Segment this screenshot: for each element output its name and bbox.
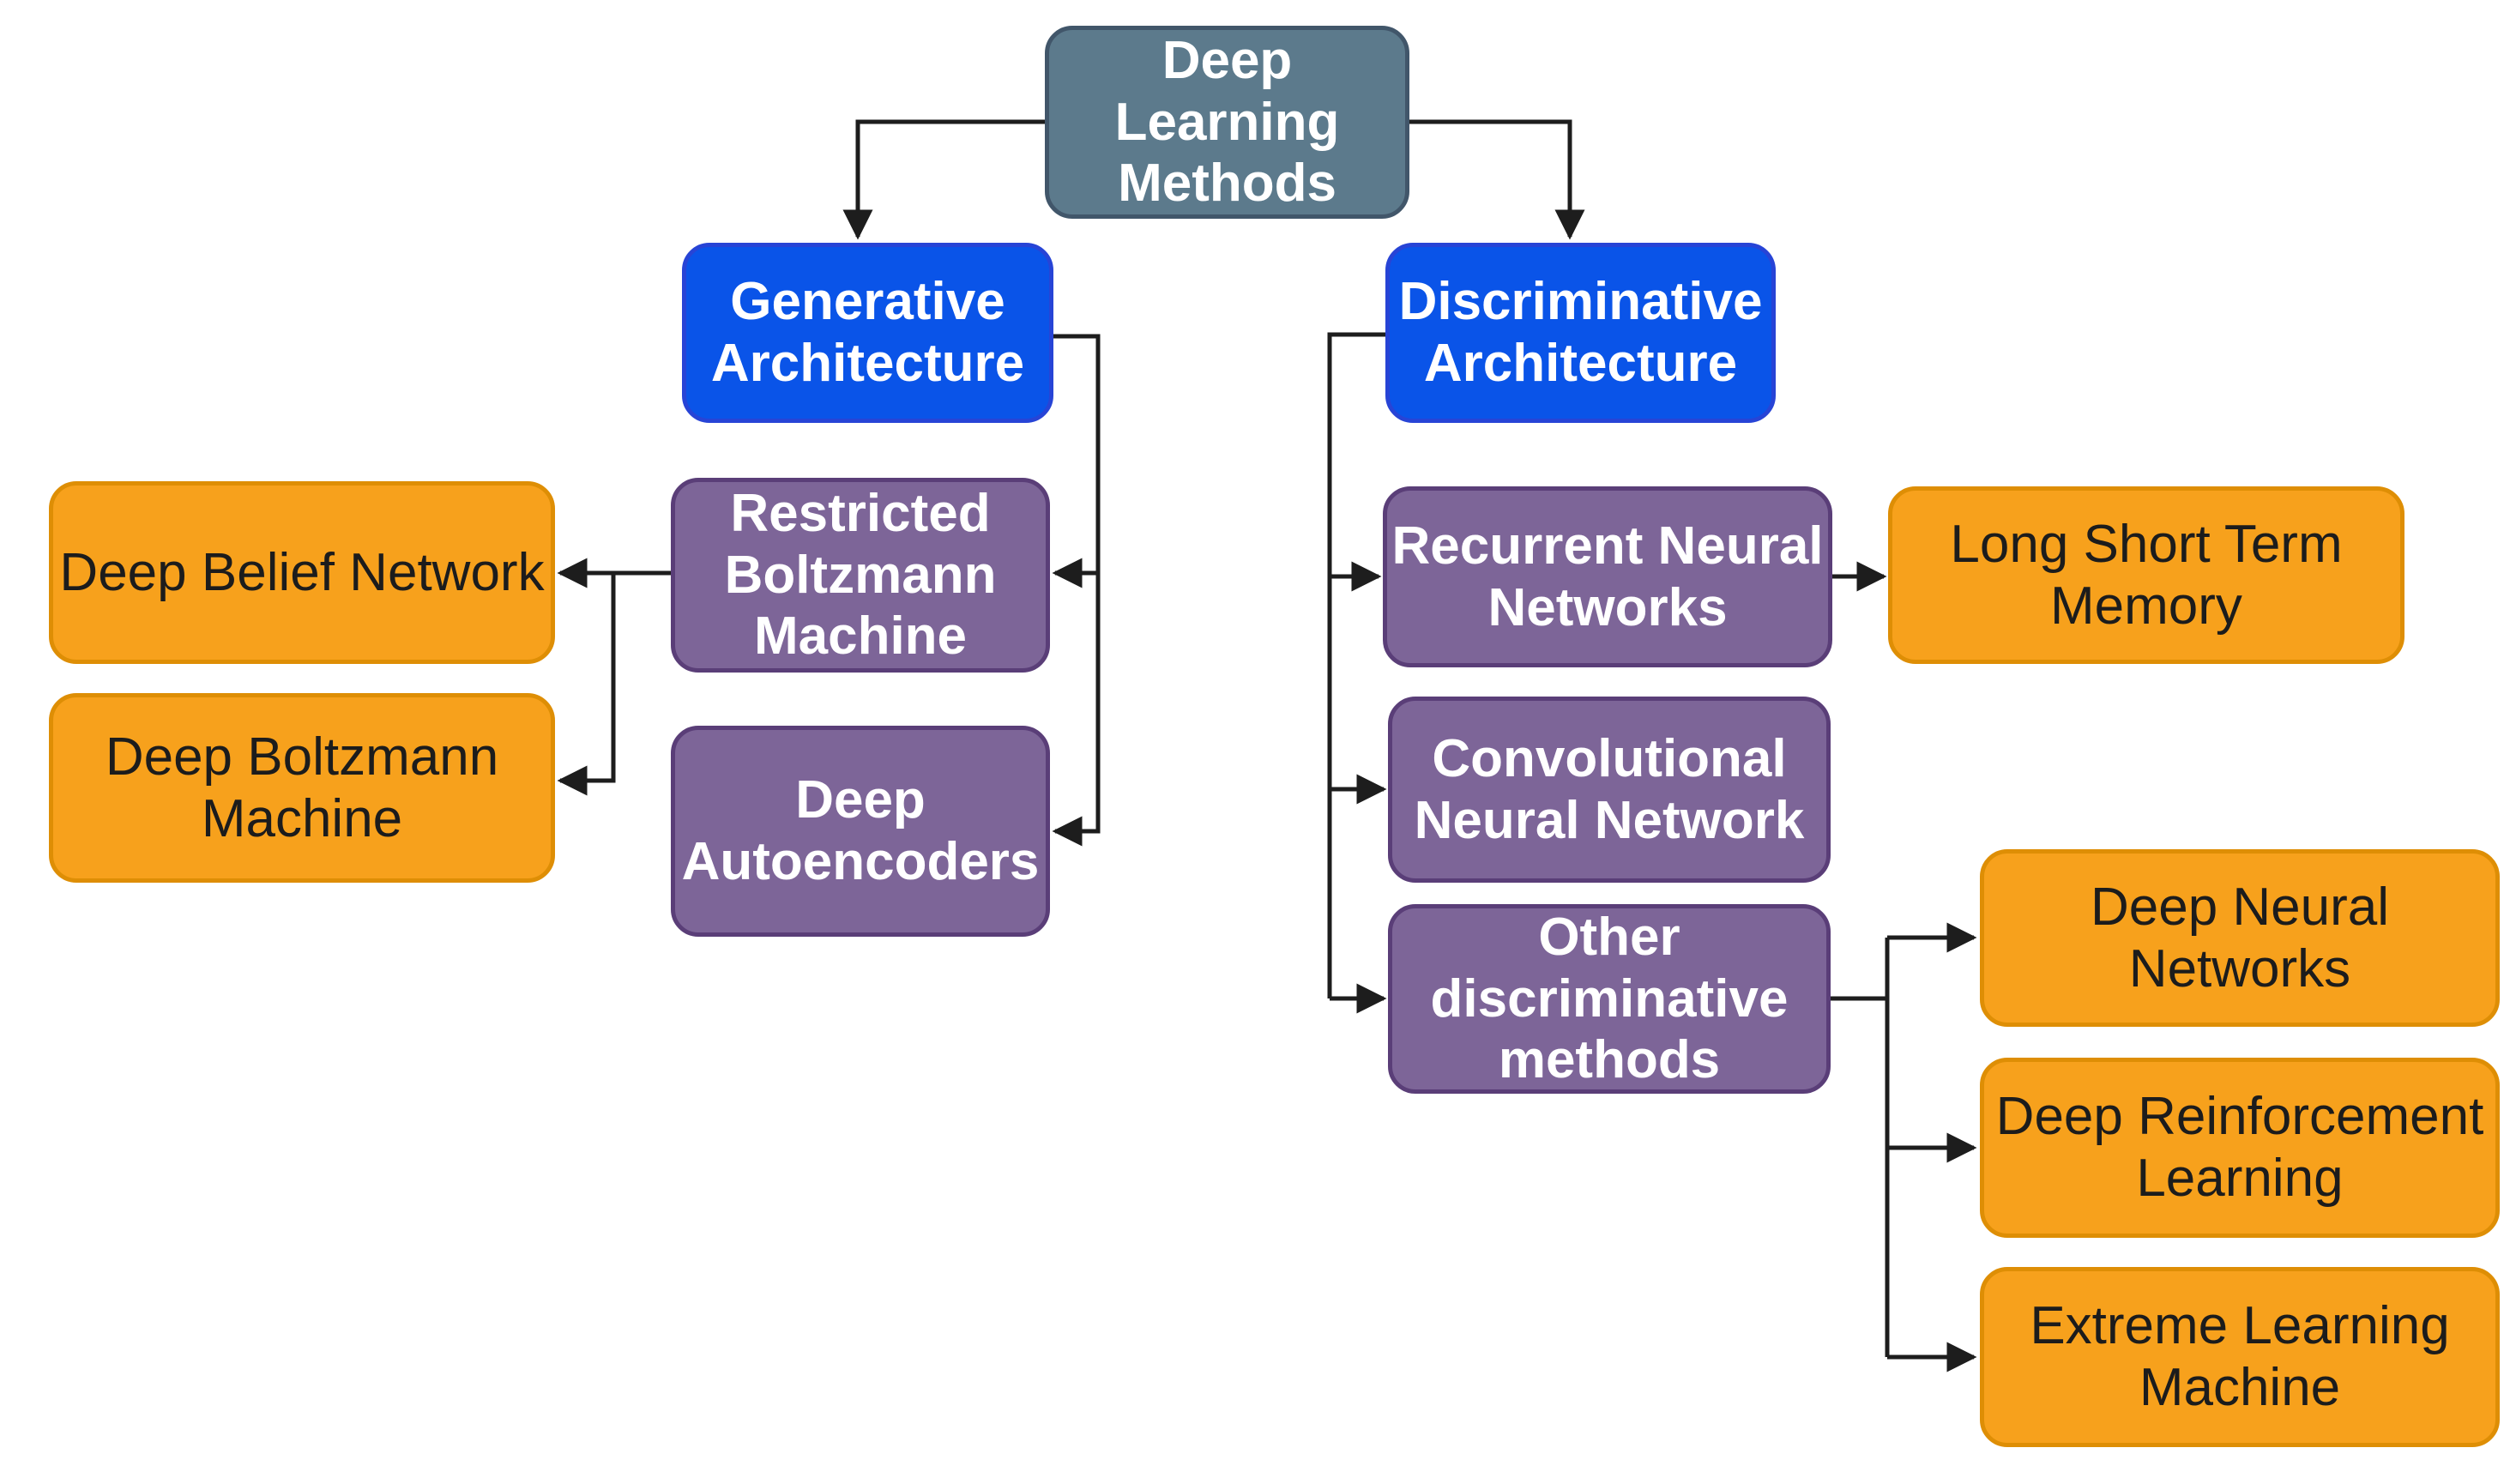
node-extreme-learning-machine: Extreme Learning Machine: [1980, 1267, 2500, 1447]
node-deep-reinforcement-learning: Deep Reinforcement Learning: [1980, 1058, 2500, 1238]
node-deep-learning-methods: Deep Learning Methods: [1045, 26, 1409, 219]
node-generative-architecture: Generative Architecture: [682, 243, 1053, 423]
node-recurrent-neural-networks: Recurrent Neural Networks: [1383, 486, 1832, 667]
edge-rbm-to-dbm: [557, 573, 616, 796]
node-deep-belief-network: Deep Belief Network: [49, 481, 555, 664]
edge-generative-to-autoencoders: [1050, 334, 1101, 847]
edge-root-to-generative: [842, 119, 1045, 240]
node-convolutional-neural-network: Convolutional Neural Network: [1388, 697, 1831, 883]
edge-discriminative-trunk: [1327, 332, 1394, 998]
edge-root-to-discriminative: [1409, 119, 1585, 240]
node-deep-autoencoders: Deep Autoencoders: [671, 726, 1050, 937]
node-deep-neural-networks: Deep Neural Networks: [1980, 849, 2500, 1027]
node-discriminative-architecture: Discriminative Architecture: [1385, 243, 1776, 423]
node-deep-boltzmann-machine: Deep Boltzmann Machine: [49, 693, 555, 883]
node-long-short-term-memory: Long Short Term Memory: [1888, 486, 2404, 664]
node-restricted-boltzmann-machine: Restricted Boltzmann Machine: [671, 478, 1050, 673]
node-other-discriminative-methods: Other discriminative methods: [1388, 904, 1831, 1094]
